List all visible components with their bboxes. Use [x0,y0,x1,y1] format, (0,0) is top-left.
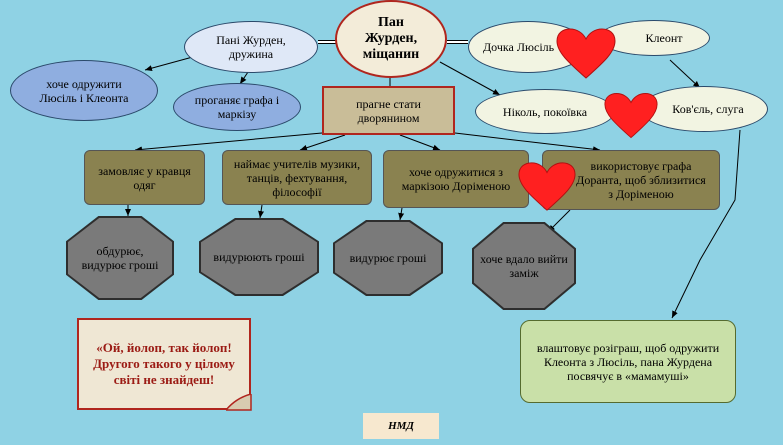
heart-icon [556,28,616,79]
link-action3-result3 [398,207,405,221]
link-wife-expels [239,71,249,85]
daughter-label: Дочка Люсіль [483,40,555,54]
goal-node: прагне стати дворянином [322,86,455,135]
link-goal-action3 [399,134,441,151]
wife-node: Пані Журден, дружина [184,21,318,73]
result-label-4: хоче вдало вийти заміж [480,252,568,280]
author-tag-label: НМД [388,420,414,432]
link-center-nicole [439,61,501,96]
link-action2-result2 [258,204,265,219]
result-label-1: обдурює, видурює гроші [81,244,159,272]
result-octagon-3: видурює гроші [333,220,443,296]
wife-wants-node: хоче одружити Люсіль і Клеонта [10,60,158,121]
result-label-2: видурюють гроші [213,250,305,264]
author-tag: НМД [363,413,439,439]
link-covielle-plan [671,129,741,319]
action-label-4: використовує графа Доранта, щоб зблизити… [576,159,706,201]
heart-icon [518,162,576,211]
heart-icon [604,93,658,139]
nicole-node: Ніколь, покоївка [475,89,615,134]
link-goal-action2 [299,134,346,151]
result-octagon-2: видурюють гроші [199,218,319,296]
result-octagon-1: обдурює, видурює гроші [66,216,174,300]
covielle-plan-node: влаштовує розіграш, щоб одружити Клеонта… [520,320,736,403]
action-label-1: замовляє у кравця одяг [98,163,191,192]
wife-node-label: Пані Журден, дружина [216,33,286,61]
action-label-3: хоче одружитися з маркізою Доріменою [401,165,511,193]
wife-expels-node: проганяє графа і маркізу [173,83,301,131]
quote-note: «Ой, йолоп, так йолоп! Другого такого у … [77,318,251,410]
link-cleonte-covielle [669,59,701,89]
result-label-3: видурює гроші [349,251,427,265]
action-node-3: хоче одружитися з маркізою Доріменою [383,150,529,208]
cleonte-node: Клеонт [598,20,710,56]
wife-expels-label: проганяє графа і маркізу [194,93,280,121]
cleonte-label: Клеонт [645,31,683,45]
center-node-label: Пан Журден, міщанин [362,15,420,62]
covielle-label: Ков'єль, слуга [672,102,744,116]
page-curl-icon [226,394,252,411]
action-node-2: наймає учителів музики, танців, фехтуван… [222,150,372,205]
goal-label: прагне стати дворянином [356,96,421,125]
center-node-jourdain: Пан Журден, міщанин [335,0,447,78]
action-label-2: наймає учителів музики, танців, фехтуван… [233,156,361,199]
covielle-plan-label: влаштовує розіграш, щоб одружити Клеонта… [536,340,720,383]
result-octagon-4: хоче вдало вийти заміж [472,222,576,310]
quote-text: «Ой, йолоп, так йолоп! Другого такого у … [93,340,235,387]
link-goal-action1 [134,132,323,153]
wife-wants-label: хоче одружити Люсіль і Клеонта [39,76,129,105]
nicole-label: Ніколь, покоївка [502,104,588,119]
link-goal-action4 [454,132,601,153]
covielle-node: Ков'єль, слуга [640,86,768,132]
action-node-1: замовляє у кравця одяг [84,150,205,205]
